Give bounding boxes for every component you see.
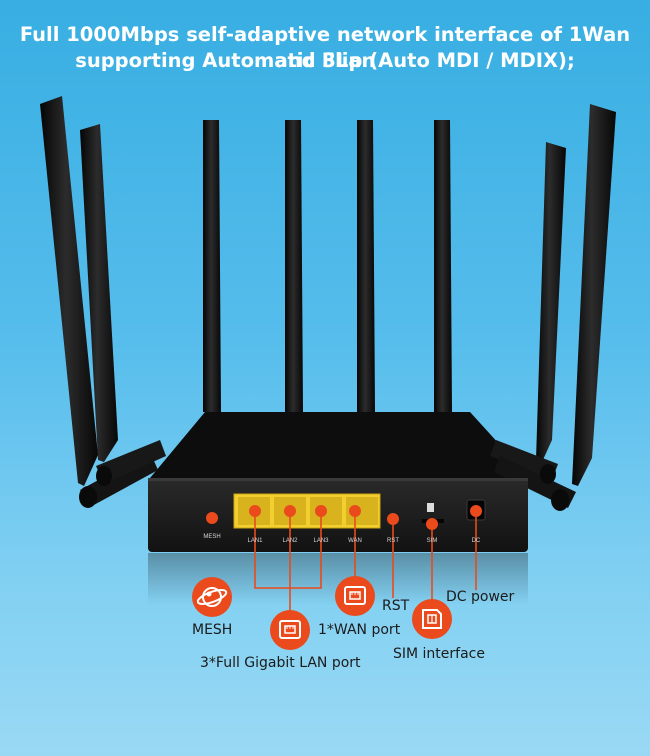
callout-lan-ports: 3*Full Gigabit LAN port xyxy=(200,655,361,671)
callout-mesh: MESH xyxy=(192,622,233,638)
antenna xyxy=(80,124,118,462)
panel-label-rst: RST xyxy=(387,538,399,544)
panel-label-mesh: MESH xyxy=(203,534,220,540)
mesh-icon xyxy=(192,577,232,617)
callout-dc-power: DC power xyxy=(446,589,515,605)
callout-rst: RST xyxy=(382,598,410,614)
antenna xyxy=(203,120,221,412)
antenna xyxy=(536,142,566,462)
antenna xyxy=(40,96,98,486)
antenna xyxy=(285,120,303,412)
sim-icon xyxy=(412,599,452,639)
headline-line-2: supporting Automatic Flip (Auto MDI / MD… xyxy=(75,49,575,72)
antenna-group-back xyxy=(203,120,452,412)
headline-line-1: Full 1000Mbps self-adaptive network inte… xyxy=(19,23,631,72)
panel-label-wan: WAN xyxy=(348,538,362,544)
callout-wan-port: 1*WAN port xyxy=(318,622,401,638)
panel-label-lan1: LAN1 xyxy=(247,538,263,544)
panel-label-lan3: LAN3 xyxy=(313,538,329,544)
antenna xyxy=(434,120,452,412)
sim-mini-icon xyxy=(427,503,434,512)
panel-label-lan2: LAN2 xyxy=(282,538,298,544)
router-top xyxy=(150,412,530,478)
indicator-dots xyxy=(206,505,482,530)
panel-label-sim: SIM xyxy=(427,538,438,544)
panel-label-dc: DC xyxy=(472,538,481,544)
antenna-group-side xyxy=(40,96,616,511)
callout-sim: SIM interface xyxy=(393,646,485,662)
antenna xyxy=(357,120,375,412)
callout-lines xyxy=(254,517,477,612)
ethernet-icon xyxy=(335,576,375,616)
ethernet-icon xyxy=(270,610,310,650)
antenna xyxy=(572,104,616,486)
